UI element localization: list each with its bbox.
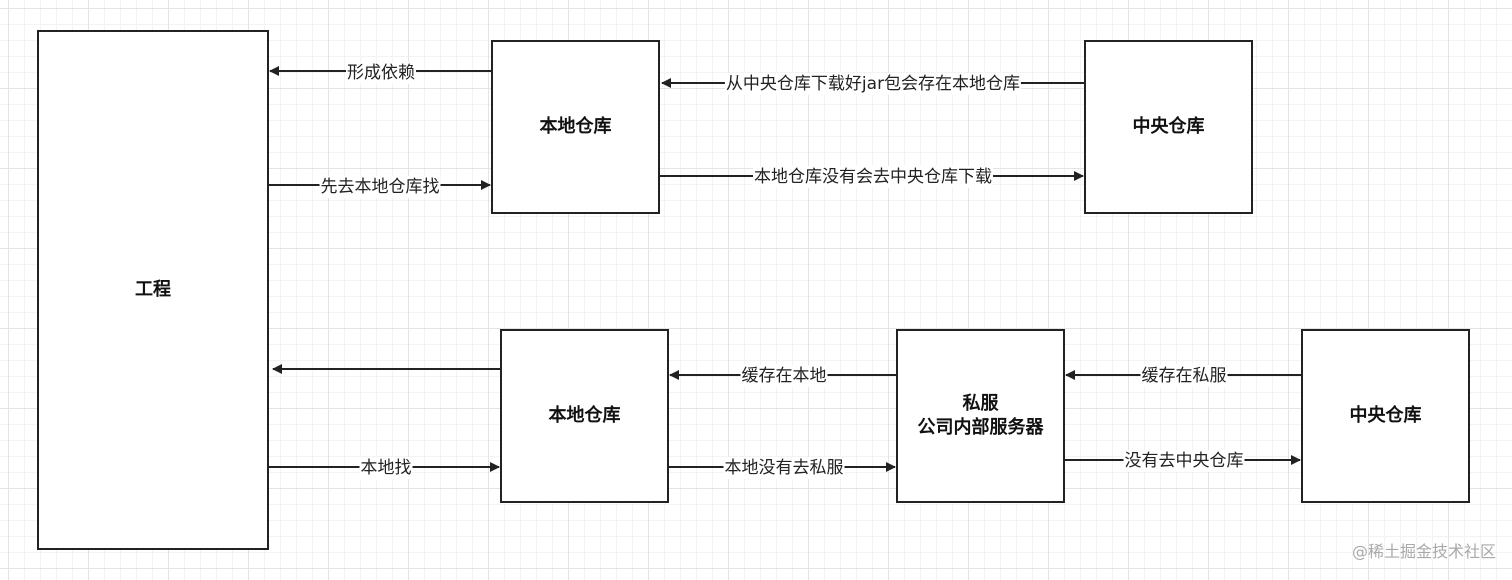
- edge-label-cache-local: 缓存在本地: [740, 365, 828, 387]
- node-local-repo-top-label: 本地仓库: [539, 116, 612, 137]
- node-local-repo-bottom-label: 本地仓库: [548, 405, 621, 426]
- edge-label-cache-private: 缓存在私服: [1140, 365, 1228, 387]
- node-central-repo-bottom-label: 中央仓库: [1349, 405, 1422, 426]
- node-local-repo-bottom[interactable]: 本地仓库: [500, 329, 669, 503]
- edge-label-search-local-first: 先去本地仓库找: [319, 176, 441, 198]
- node-private-server-title: 私服: [962, 393, 999, 414]
- edge-label-download-store-local: 从中央仓库下载好jar包会存在本地仓库: [724, 73, 1022, 95]
- edge-label-local-missing-go-private: 本地没有去私服: [723, 457, 845, 479]
- edge-label-local-missing-download-central: 本地仓库没有会去中央仓库下载: [753, 166, 993, 188]
- node-project[interactable]: 工程: [37, 30, 269, 550]
- edge-label-form-dependency: 形成依赖: [346, 62, 416, 84]
- node-private-server-subtitle: 公司内部服务器: [917, 417, 1044, 438]
- node-central-repo-top-label: 中央仓库: [1132, 116, 1205, 137]
- node-central-repo-bottom[interactable]: 中央仓库: [1301, 329, 1470, 503]
- watermark: @稀土掘金技术社区: [1351, 542, 1496, 561]
- edge-label-search-local: 本地找: [359, 457, 413, 479]
- node-project-label: 工程: [135, 279, 171, 300]
- node-local-repo-top[interactable]: 本地仓库: [491, 40, 660, 214]
- node-private-server[interactable]: 私服 公司内部服务器: [896, 329, 1065, 503]
- edge-label-missing-go-central: 没有去中央仓库: [1123, 450, 1245, 472]
- node-central-repo-top[interactable]: 中央仓库: [1084, 40, 1253, 214]
